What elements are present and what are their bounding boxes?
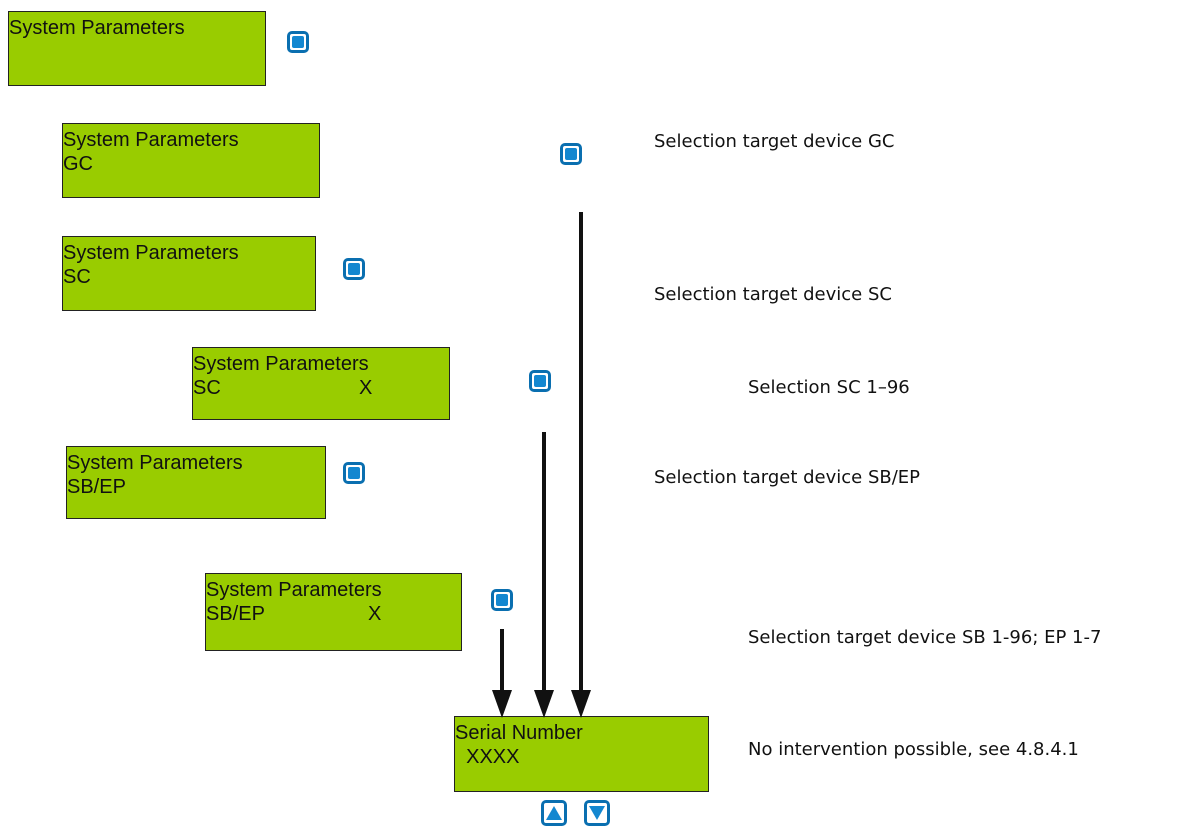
enter-key-icon bbox=[491, 589, 513, 611]
lcd-screen-system-parameters-sbep-x: System Parameters SB/EP X bbox=[205, 573, 462, 651]
enter-key-icon bbox=[529, 370, 551, 392]
lcd-value-x: X bbox=[368, 603, 382, 625]
description-serial-number: No intervention possible, see 4.8.4.1 bbox=[748, 739, 1079, 760]
flow-line-sc bbox=[542, 432, 546, 692]
lcd-line-2: SB/EP bbox=[206, 603, 265, 625]
lcd-line-2: XXXX bbox=[455, 746, 520, 768]
lcd-line-1: System Parameters bbox=[63, 129, 239, 151]
lcd-screen-system-parameters: System Parameters bbox=[8, 11, 266, 86]
description-sc: Selection target device SC bbox=[654, 284, 892, 305]
description-sc-range: Selection SC 1–96 bbox=[748, 377, 910, 398]
down-arrow-key-icon bbox=[584, 800, 610, 826]
lcd-line-2: GC bbox=[63, 153, 93, 175]
flow-line-sbep bbox=[500, 629, 504, 692]
lcd-line-1: Serial Number bbox=[455, 722, 583, 744]
up-arrow-key-icon bbox=[541, 800, 567, 826]
description-sbep-range: Selection target device SB 1-96; EP 1-7 bbox=[748, 627, 1102, 648]
flow-line-gc bbox=[579, 212, 583, 692]
enter-key-icon bbox=[560, 143, 582, 165]
arrowhead-down-icon bbox=[571, 690, 591, 718]
lcd-line-2: SC bbox=[63, 266, 91, 288]
arrowhead-down-icon bbox=[534, 690, 554, 718]
description-gc: Selection target device GC bbox=[654, 131, 895, 152]
description-sbep: Selection target device SB/EP bbox=[654, 467, 921, 488]
lcd-value-x: X bbox=[359, 377, 373, 399]
lcd-screen-system-parameters-sc-x: System Parameters SC X bbox=[192, 347, 450, 420]
lcd-line-2: SB/EP bbox=[67, 476, 126, 498]
lcd-line-1: System Parameters bbox=[206, 579, 382, 601]
lcd-line-1: System Parameters bbox=[67, 452, 243, 474]
lcd-screen-system-parameters-sc: System Parameters SC bbox=[62, 236, 316, 311]
lcd-line-1: System Parameters bbox=[9, 17, 185, 39]
lcd-screen-system-parameters-gc: System Parameters GC bbox=[62, 123, 320, 198]
enter-key-icon bbox=[287, 31, 309, 53]
lcd-line-1: System Parameters bbox=[63, 242, 239, 264]
lcd-line-2 bbox=[9, 40, 265, 64]
enter-key-icon bbox=[343, 462, 365, 484]
lcd-line-2: SC bbox=[193, 377, 221, 399]
lcd-screen-serial-number: Serial Number XXXX bbox=[454, 716, 709, 792]
arrowhead-down-icon bbox=[492, 690, 512, 718]
lcd-screen-system-parameters-sbep: System Parameters SB/EP bbox=[66, 446, 326, 519]
lcd-line-1: System Parameters bbox=[193, 353, 369, 375]
enter-key-icon bbox=[343, 258, 365, 280]
